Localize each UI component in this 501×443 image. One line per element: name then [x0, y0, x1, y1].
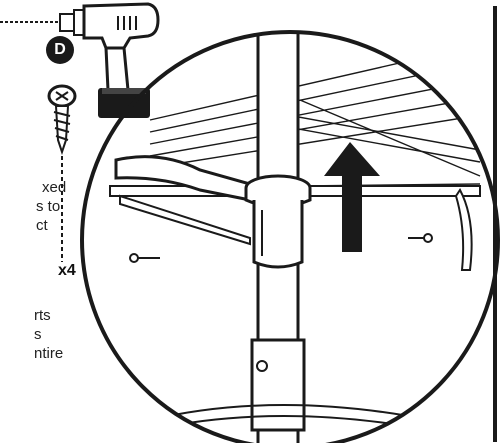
instruction-text-bottom: rts s ntire	[14, 306, 63, 363]
wood-screw-icon	[47, 84, 77, 262]
cordless-drill-icon	[0, 2, 160, 118]
text-line: xed	[42, 179, 67, 196]
instruction-text-top: xed s to ct	[14, 178, 66, 235]
page-border	[493, 6, 497, 442]
text-line: ct	[36, 217, 48, 234]
text-line: rts	[34, 307, 51, 324]
screw-quantity: x4	[58, 262, 76, 279]
drill-bit-badge: D	[46, 36, 74, 64]
upward-arrow-icon	[324, 142, 380, 252]
text-line: s	[34, 326, 42, 343]
text-line: ntire	[34, 345, 64, 362]
text-line: s to	[36, 198, 61, 215]
